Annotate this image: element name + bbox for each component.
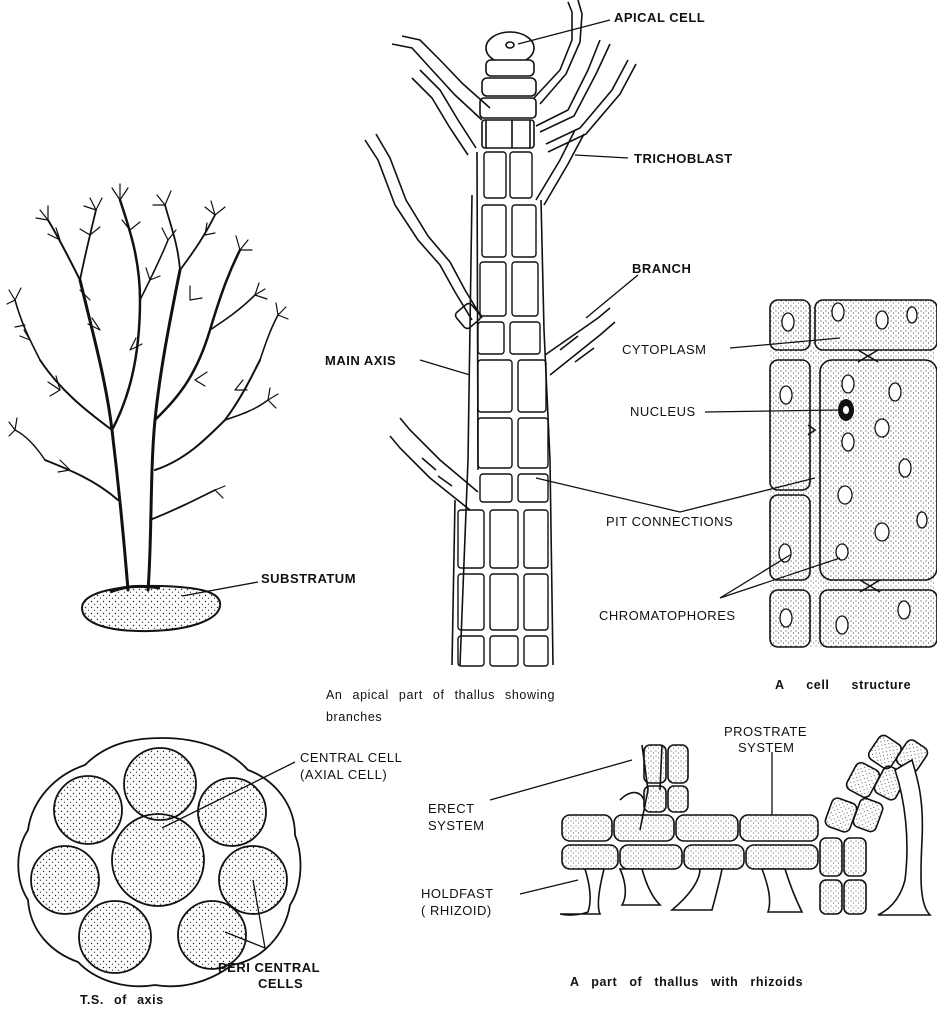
label-nucleus: NUCLEUS (630, 404, 696, 419)
apical-thallus (365, 0, 636, 666)
label-central-cell: CENTRAL CELL (300, 750, 402, 765)
caption-thallus-rhizoids: A part of thallus with rhizoids (570, 975, 803, 990)
label-axial-cell: (AXIAL CELL) (300, 767, 387, 782)
ts-axis (18, 738, 300, 986)
label-erect-system-2: SYSTEM (428, 818, 484, 833)
cell-structure (770, 300, 937, 647)
label-pericentral-1: PERI CENTRAL (218, 960, 320, 975)
label-branch: BRANCH (632, 261, 691, 276)
label-prostrate-system-2: SYSTEM (738, 740, 794, 755)
label-main-axis: MAIN AXIS (325, 353, 396, 368)
label-cytoplasm: CYTOPLASM (622, 342, 706, 357)
caption-cell-structure: A cell structure (775, 678, 911, 693)
caption-apical-part-line1: An apical part of thallus showing (326, 688, 555, 703)
label-rhizoid: ( RHIZOID) (421, 903, 492, 918)
prostrate-thallus (560, 733, 930, 915)
apical-dome (480, 32, 536, 148)
label-trichoblast: TRICHOBLAST (634, 151, 733, 166)
label-holdfast: HOLDFAST (421, 886, 494, 901)
label-apical-cell: APICAL CELL (614, 10, 705, 25)
label-erect-system-1: ERECT (428, 801, 475, 816)
plant-habit (7, 184, 288, 590)
caption-ts-axis: T.S. of axis (80, 993, 164, 1008)
label-pericentral-2: CELLS (258, 976, 303, 991)
label-substratum: SUBSTRATUM (261, 571, 356, 586)
label-chromatophores: CHROMATOPHORES (599, 608, 736, 623)
label-pit-connections: PIT CONNECTIONS (606, 514, 733, 529)
caption-apical-part-line2: branches (326, 710, 382, 725)
label-prostrate-system-1: PROSTRATE (724, 724, 807, 739)
